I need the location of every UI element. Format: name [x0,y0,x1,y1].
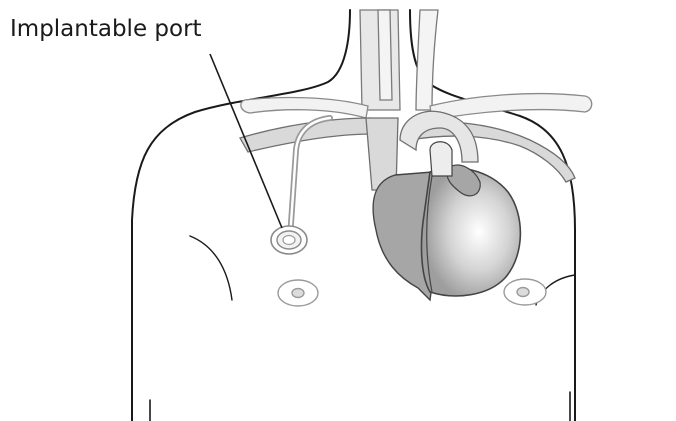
carotid-artery-left [378,10,392,100]
neck-vessels [360,10,438,110]
implantable-port [271,226,307,254]
port-label: Implantable port [10,16,202,42]
left-body-contour [132,10,350,421]
carotid-artery-right [416,10,438,110]
left-nipple [278,280,318,306]
left-armpit-line [190,236,232,300]
left-subclavian-vein [240,118,372,152]
left-clavicle [241,98,368,118]
pulmonary-trunk [430,142,452,176]
right-nipple [504,279,546,305]
